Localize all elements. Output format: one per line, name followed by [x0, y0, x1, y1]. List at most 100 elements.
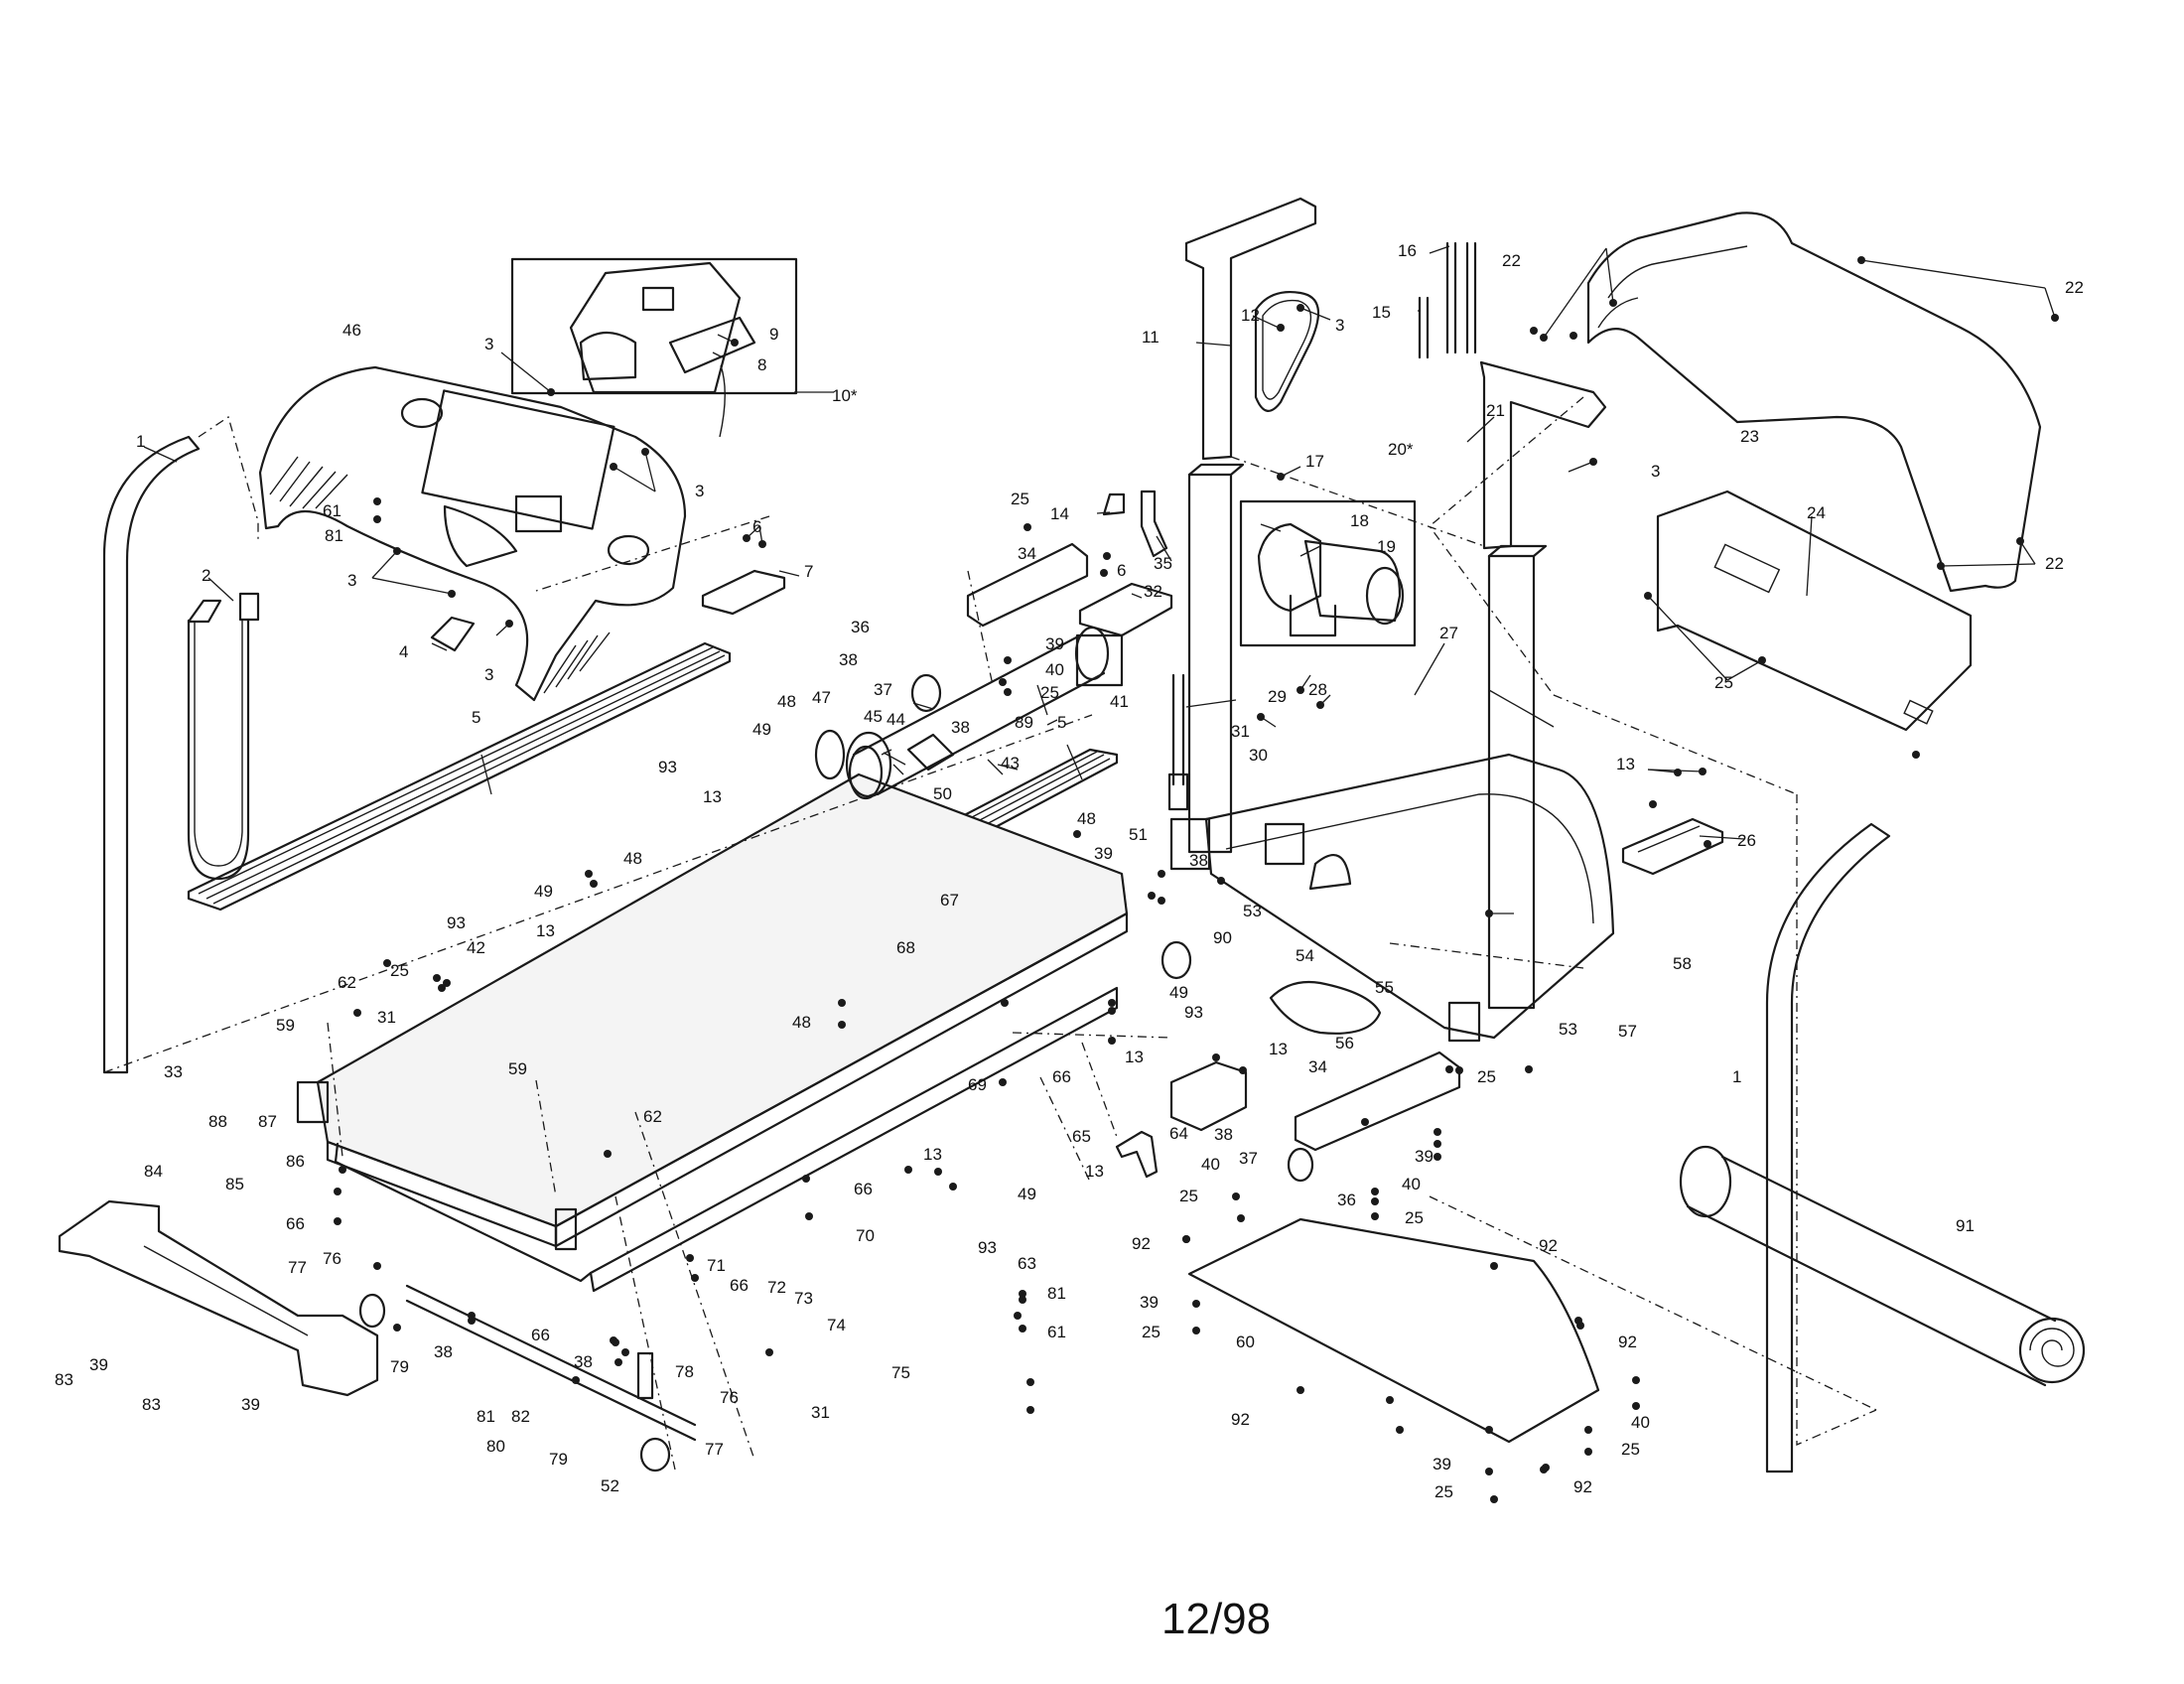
callout-69: 69: [968, 1075, 987, 1094]
fastener-markers: [334, 256, 2059, 1503]
callout-3: 3: [695, 482, 704, 500]
callout-37: 37: [874, 680, 892, 699]
callout-88: 88: [208, 1112, 227, 1131]
callout-60: 60: [1236, 1333, 1255, 1351]
callout-48: 48: [623, 849, 642, 868]
callout-22: 22: [2065, 278, 2084, 297]
callout-15: 15: [1372, 303, 1391, 322]
callout-92: 92: [1618, 1333, 1637, 1351]
callout-19: 19: [1377, 537, 1396, 556]
callout-13: 13: [536, 921, 555, 940]
callout-13: 13: [703, 787, 722, 806]
callout-31: 31: [377, 1008, 396, 1027]
part-motor-inset-frame: [1239, 499, 1417, 647]
callout-13: 13: [1125, 1048, 1144, 1066]
callout-70: 70: [856, 1226, 875, 1245]
part-console-inset-frame: [510, 257, 798, 395]
callout-39: 39: [241, 1395, 260, 1414]
callout-11: 11: [1142, 328, 1160, 347]
callout-56: 56: [1335, 1034, 1354, 1052]
callout-92: 92: [1231, 1410, 1250, 1429]
callout-44: 44: [887, 710, 905, 729]
callout-33: 33: [164, 1062, 183, 1081]
callout-5-left: 5: [472, 708, 480, 727]
callout-40: 40: [1631, 1413, 1650, 1432]
part-motor-hood: [1586, 211, 2042, 593]
callout-59: 59: [276, 1016, 295, 1035]
callout-25: 25: [390, 961, 409, 980]
callout-6: 6: [752, 517, 761, 536]
callout-85: 85: [225, 1175, 244, 1193]
callout-86: 86: [286, 1152, 305, 1171]
callout-65: 65: [1072, 1127, 1091, 1146]
callout-27: 27: [1439, 624, 1458, 642]
callout-13: 13: [923, 1145, 942, 1164]
callout-42: 42: [467, 938, 485, 957]
callout-52: 52: [601, 1476, 619, 1495]
callout-47: 47: [812, 688, 831, 707]
callout-40: 40: [1402, 1175, 1421, 1193]
callout-leaders: [143, 245, 2056, 914]
callout-25: 25: [1621, 1440, 1640, 1459]
callout-76: 76: [720, 1388, 739, 1407]
part-hood-bracket: [1656, 490, 1973, 732]
callout-31: 31: [1231, 722, 1250, 741]
callout-59: 59: [508, 1059, 527, 1078]
callout-39: 39: [1140, 1293, 1159, 1312]
callout-30: 30: [1249, 746, 1268, 765]
callout-25: 25: [1011, 490, 1029, 508]
callout-84: 84: [144, 1162, 163, 1181]
callout-48: 48: [1077, 809, 1096, 828]
callout-17: 17: [1305, 452, 1324, 471]
callout-49: 49: [1018, 1185, 1036, 1203]
callout-41: 41: [1110, 692, 1129, 711]
part-rear-base: [58, 1199, 379, 1397]
callout-39: 39: [1045, 634, 1064, 653]
part-drive-belt: [1254, 291, 1320, 412]
part-strap: [187, 619, 250, 881]
callout-49: 49: [752, 720, 771, 739]
part-upright-left: [1184, 197, 1317, 461]
callout-22: 22: [2045, 554, 2064, 573]
callout-38: 38: [434, 1342, 453, 1361]
callout-48: 48: [777, 692, 796, 711]
callout-40: 40: [1201, 1155, 1220, 1174]
callout-7: 7: [804, 562, 813, 581]
callout-31: 31: [811, 1403, 830, 1422]
callout-79: 79: [390, 1357, 409, 1376]
callout-25: 25: [1477, 1067, 1496, 1086]
callout-21: 21: [1486, 401, 1505, 420]
callout-36: 36: [851, 618, 870, 636]
part-handrail-left: [102, 435, 201, 1074]
part-base-plate: [1187, 1217, 1600, 1444]
callout-91: 91: [1956, 1216, 1975, 1235]
callout-25: 25: [1179, 1187, 1198, 1205]
callout-83: 83: [55, 1370, 73, 1389]
callout-38: 38: [951, 718, 970, 737]
callout-1-right: 1: [1732, 1067, 1741, 1086]
callout-5-right: 5: [1057, 713, 1066, 732]
callout-6: 6: [1117, 561, 1126, 580]
callout-66: 66: [854, 1180, 873, 1198]
callout-39: 39: [1094, 844, 1113, 863]
callout-36: 36: [1337, 1191, 1356, 1209]
callout-1-left: 1: [136, 432, 145, 451]
part-wire-harness: [1269, 980, 1382, 1035]
callout-61: 61: [1047, 1323, 1066, 1341]
callout-64: 64: [1169, 1124, 1188, 1143]
callout-58: 58: [1673, 954, 1692, 973]
part-handrail-right: [1765, 822, 1891, 1474]
assembly-guide-lines: [103, 396, 1877, 1471]
callout-24: 24: [1807, 503, 1826, 522]
callout-3: 3: [484, 335, 493, 353]
callout-66: 66: [531, 1326, 550, 1344]
callout-39: 39: [89, 1355, 108, 1374]
callout-66: 66: [1052, 1067, 1071, 1086]
callout-38: 38: [1189, 851, 1208, 870]
callout-37: 37: [1239, 1149, 1258, 1168]
callout-71: 71: [707, 1256, 726, 1275]
callout-34: 34: [1308, 1057, 1327, 1076]
callout-13: 13: [1616, 755, 1635, 773]
callout-9: 9: [769, 325, 778, 344]
callout-92: 92: [1573, 1477, 1592, 1496]
